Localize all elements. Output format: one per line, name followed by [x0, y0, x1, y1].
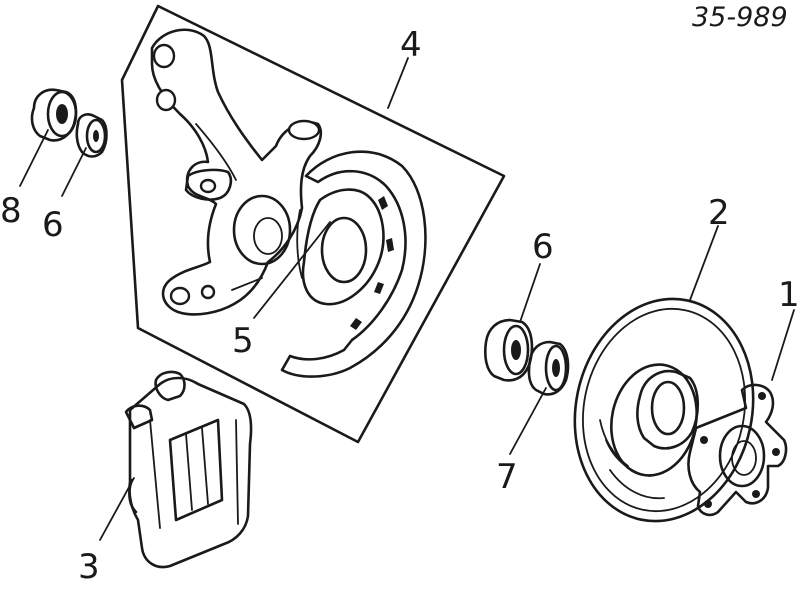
leader-4 [387, 57, 409, 109]
leader-lines [19, 57, 795, 541]
callout-6-left: 6 [42, 205, 64, 245]
callout-8: 8 [0, 191, 22, 231]
bearing-7 [527, 340, 570, 396]
dust-shield [280, 150, 427, 378]
callout-6-right: 6 [532, 227, 554, 267]
bearing-8 [30, 88, 78, 142]
leader-7 [509, 387, 547, 455]
leader-8 [19, 129, 49, 187]
bearing-6-left [75, 113, 108, 158]
callout-2: 2 [708, 193, 730, 233]
callout-4: 4 [400, 25, 422, 65]
callout-1: 1 [778, 275, 800, 315]
assembly-frame [120, 4, 506, 444]
leader-2 [689, 225, 719, 301]
bearing-6-right [483, 318, 534, 382]
callout-7: 7 [496, 457, 518, 497]
callout-3: 3 [78, 547, 100, 587]
callout-5: 5 [232, 321, 254, 361]
steering-knuckle [150, 28, 323, 316]
wheel-hub [636, 369, 788, 517]
part-code: 35-989 [692, 2, 788, 33]
leader-3 [99, 477, 135, 541]
brake-caliper [124, 370, 253, 569]
leader-5 [253, 221, 331, 319]
leader-6-right [519, 263, 541, 323]
leader-1 [771, 309, 795, 381]
leader-6-left [61, 147, 87, 197]
